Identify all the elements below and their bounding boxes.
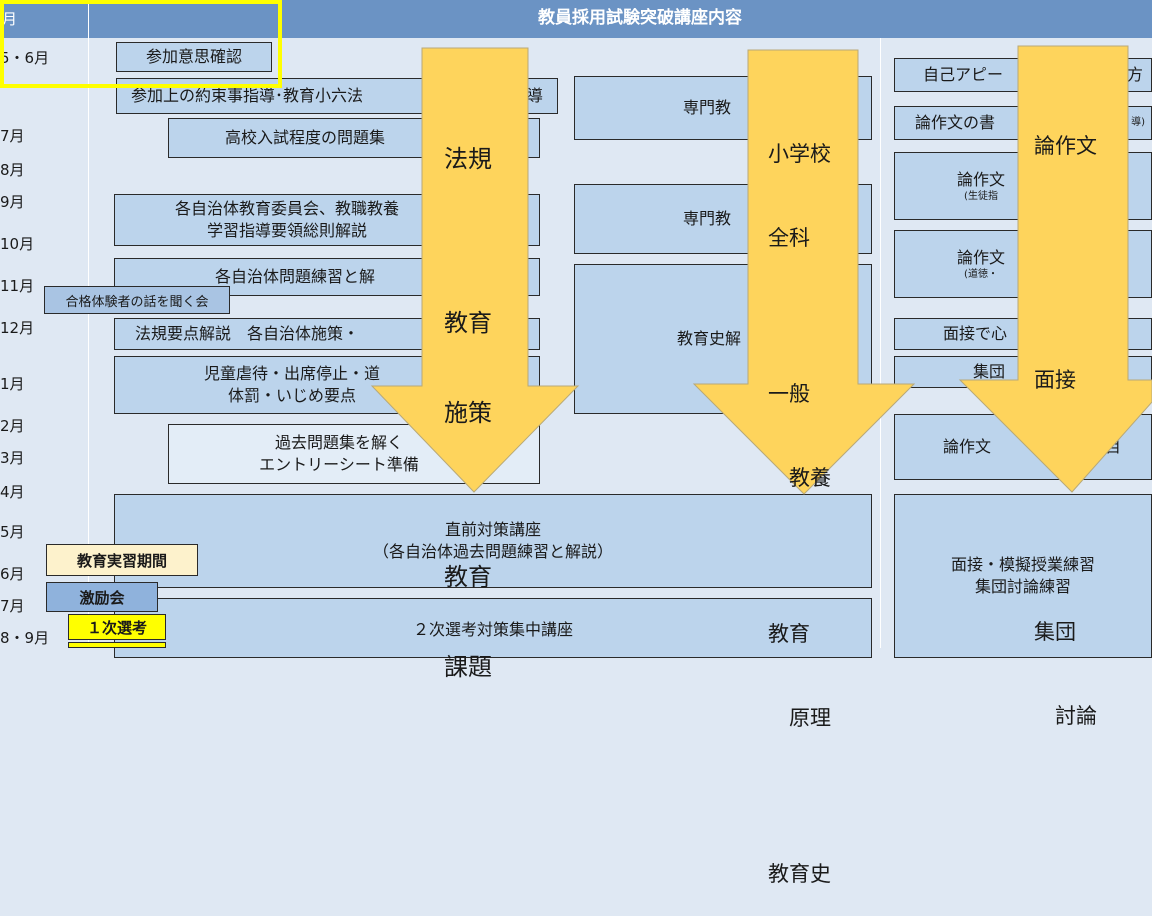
month-label: 8月 <box>0 161 25 179</box>
box-label: ２次選考対策集中講座 <box>412 620 573 639</box>
box-label: 論作文 <box>957 170 1006 189</box>
month-label: 3月 <box>0 449 25 467</box>
arrow-3 <box>958 45 1152 493</box>
arrow-1-line: 課題 <box>444 653 492 681</box>
box-label: 各自治体問題練習と解 <box>215 267 376 286</box>
participation-confirm-box: 参加意思確認 <box>116 42 272 72</box>
arrow-3-line: 討論 <box>1034 704 1097 728</box>
arrow-2-line: 原理 <box>768 706 831 730</box>
box-label: 論作文の書 <box>915 113 996 132</box>
box-label: 論作文 <box>943 437 992 456</box>
box-sublabel: (生徒指 <box>964 191 998 202</box>
tag-label: 激励会 <box>79 588 125 607</box>
box-label: 方 <box>1126 65 1143 84</box>
box-label: 集団 <box>973 362 1006 381</box>
arrow-1-line <box>444 234 492 248</box>
interview-practice-box: 面接・模擬授業練習 集団討論練習 <box>894 494 1152 658</box>
box-label: 面接・模擬授業練習 <box>950 555 1095 574</box>
month-label: 1月 <box>0 375 25 393</box>
month-column-divider <box>88 0 89 648</box>
arrow-3-line: 論作文 <box>1034 134 1097 158</box>
box-label: 体罰・いじめ要点 <box>227 386 356 405</box>
month-label: 5月 <box>0 523 25 541</box>
column-divider-right <box>880 38 881 648</box>
arrow-3-line: 集団 <box>1034 620 1076 644</box>
month-label: 11月 <box>0 277 35 295</box>
box-label: 導) <box>1131 117 1145 128</box>
box-label: 参加意思確認 <box>145 47 242 66</box>
arrow-1-line: 施策 <box>444 399 492 427</box>
box-label: 参加上の約束事指導･教育小六法 <box>131 86 364 105</box>
box-label: 自己アピー <box>923 65 1004 84</box>
arrows-layer <box>370 45 1152 495</box>
arrow-2-text: 小学校 全科 一般 教養 教育 原理 教育史 <box>768 84 831 916</box>
box-label: 専門教 <box>683 209 732 228</box>
arrow-1 <box>370 47 580 493</box>
header-bar: 月 教員採用試験突破講座内容 <box>0 0 1152 38</box>
box-label: 直前対策講座 <box>444 520 541 539</box>
box-label: 導 <box>526 86 543 105</box>
arrow-2-line: 小学校 <box>768 142 831 166</box>
month-label: 12月 <box>0 319 35 337</box>
arrow-2-line: 教養 <box>768 466 831 490</box>
arrow-1-line: 法規 <box>444 145 492 173</box>
arrow-2-line: 教育史 <box>768 862 831 886</box>
box-label: 集団討論練習 <box>974 577 1071 596</box>
box-label: 面接で心 <box>943 324 1008 343</box>
page-title: 教員採用試験突破講座内容 <box>538 8 742 28</box>
arrow-1-text: 法規 教育 施策 教育 課題 <box>444 84 492 712</box>
arrow-2-line <box>768 548 831 564</box>
arrow-1-line <box>444 488 492 502</box>
arrow-3-line <box>1034 216 1097 244</box>
arrow-2-line: 一般 <box>768 382 810 406</box>
final-prep-course-box: 直前対策講座 （各自治体過去問題練習と解説） <box>114 494 872 588</box>
month-label: 9月 <box>0 193 25 211</box>
month-label: 6月 <box>0 565 25 583</box>
tag-label: 教育実習期間 <box>76 551 167 570</box>
month-label: 7月 <box>0 597 25 615</box>
arrow-2-line <box>768 308 831 324</box>
arrow-3-line: 面接 <box>1034 368 1076 392</box>
box-label: 学習指導要領総則解説 <box>206 221 367 240</box>
tag-label: １次選考 <box>86 618 147 637</box>
box-label: 専門教 <box>683 98 732 117</box>
box-label: 高校入試程度の問題集 <box>225 128 386 147</box>
success-story-meeting-tag: 合格体験者の話を聞く会 <box>44 286 230 314</box>
arrow-3-text: 論作文 面接 集団 討論 <box>1034 76 1097 758</box>
box-label: 教育史解 <box>677 329 742 348</box>
teaching-practice-tag: 教育実習期間 <box>46 544 198 576</box>
month-label: 2月 <box>0 417 25 435</box>
box-label: （各自治体過去問題練習と解説） <box>372 542 613 561</box>
arrow-1-line: 教育 <box>444 563 492 591</box>
arrow-3-line <box>1034 450 1097 478</box>
box-label: エントリーシート準備 <box>259 455 419 474</box>
arrow-2-line: 教育 <box>768 622 810 646</box>
month-label: 8・9月 <box>0 629 50 647</box>
month-label: 10月 <box>0 235 35 253</box>
first-exam-tag: １次選考 <box>68 614 166 640</box>
box-label: 過去問題集を解く <box>274 433 403 452</box>
month-label: 5・6月 <box>0 49 50 67</box>
arrow-2 <box>692 49 916 495</box>
encouragement-party-tag: 激励会 <box>46 582 158 612</box>
box-label: 各自治体教育委員会、教職教養 <box>174 199 399 218</box>
arrow-3-line <box>1034 534 1097 562</box>
month-label: 7月 <box>0 127 25 145</box>
arrow-2-line <box>768 788 831 804</box>
arrow-3-line <box>1034 300 1097 310</box>
box-label: 法規要点解説 各自治体施策・ <box>135 324 360 343</box>
month-label: 4月 <box>0 483 25 501</box>
box-label: 論作文 <box>957 248 1006 267</box>
box-sublabel: (道徳・ <box>964 269 998 280</box>
month-column-header: 月 <box>2 10 18 28</box>
tag-label: 合格体験者の話を聞く会 <box>65 294 209 310</box>
arrow-1-line: 教育 <box>444 309 492 337</box>
arrow-2-line: 全科 <box>768 226 810 250</box>
box-label: 児童虐待・出席停止・道 <box>203 364 380 383</box>
